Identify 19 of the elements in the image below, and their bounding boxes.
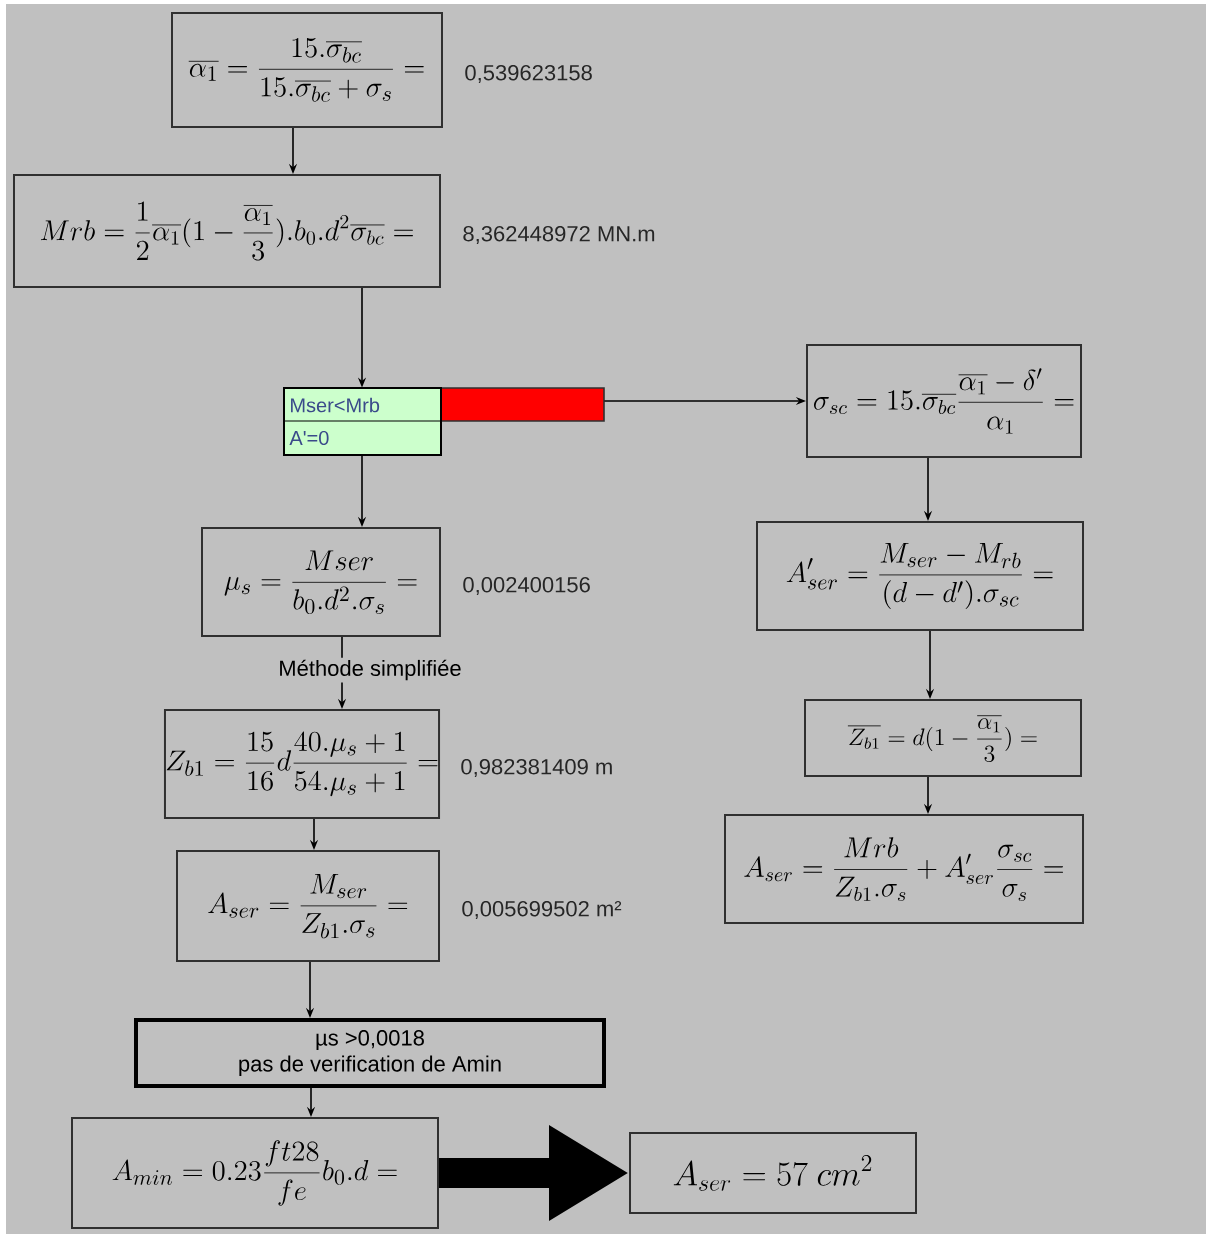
value-label: 0,005699502 m² [462,900,622,920]
note-box: µs >0,0018 pas de verification de Amin [134,1018,606,1088]
formula-box: $A'_{ser}=\frac{M_{ser}-M_{rb}}{(d-d').\sigma_{sc}}=$ [756,521,1084,631]
formula-box: $Mrb=\frac{1}{2}\overline{\alpha_1}(1-\frac{\overline{\alpha_1}}{3}).b_0.d^2\overline{\sigma_{bc}}=$ [13,174,441,288]
formula-box: $\mu_s=\frac{Mser}{b_0.d^2.\sigma_s}=$ [201,527,441,637]
edge-label: Méthode simplifiée [276,657,464,683]
value-label: 0,982381409 m [461,758,612,778]
value-label: 0,539623158 [465,64,592,84]
formula-box: $A_{ser}=\frac{Mrb}{Z_{b1}.\sigma_s}+A'_{ser}\frac{\sigma_{sc}}{\sigma_s}=$ [724,814,1084,924]
formula-box: $Z_{b1}=\frac{15}{16}d\frac{40.\mu_s+1}{54.\mu_s+1}=$ [163,709,441,819]
formula-box: $\overline{\alpha_1}=\frac{15.\overline{\sigma_{bc}}}{15.\overline{\sigma_{bc}}+\sigma_s}=$ [171,12,443,128]
formula-box: $A_{ser}=\frac{M_{ser}}{Z_{b1}.\sigma_s}=$ [176,850,440,962]
formula-box: $\overline{Z_{b1}}=d(1-\frac{\overline{\alpha_1}}{3})=$ [804,699,1082,777]
value-label: 8,362448972 MN.m [463,225,655,245]
formula-box: $A_{ser}=57\ cm^2$ [629,1132,917,1214]
formula-box: $A_{min}=0.23\frac{ft28}{fe}b_0.d=$ [71,1117,439,1229]
formula-box: $\sigma_{sc}=15.\overline{\sigma_{bc}}\frac{\overline{\alpha_1}-\delta'}{\alpha_1}=$ [806,344,1082,458]
value-label: 0,002400156 [463,576,590,596]
decision-box: Mser<Mrb A'=0 [283,387,605,456]
